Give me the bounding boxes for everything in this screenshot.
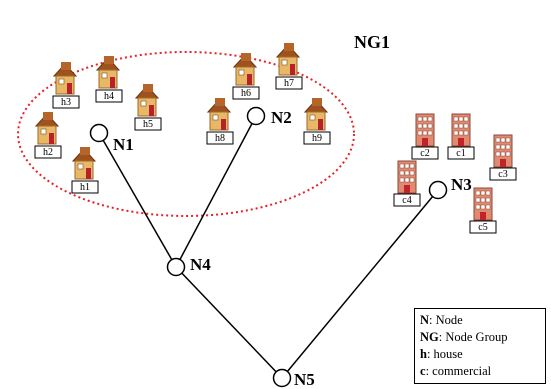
svg-text:N2: N2 — [271, 108, 292, 127]
svg-text:h2: h2 — [43, 147, 53, 158]
commercial-c3: c3 — [489, 134, 517, 181]
svg-text:h7: h7 — [284, 78, 294, 89]
svg-text:c2: c2 — [420, 148, 429, 159]
node-n5: N5 — [272, 368, 315, 389]
house-h2: h2 — [34, 111, 62, 159]
svg-text:h3: h3 — [61, 97, 71, 108]
svg-text:c5: c5 — [478, 222, 487, 233]
network-edges — [98, 115, 439, 379]
svg-text:h9: h9 — [312, 133, 322, 144]
commercial-c1: c1 — [447, 113, 475, 160]
svg-text:h6: h6 — [241, 88, 251, 99]
node-group-label: NG1 — [354, 32, 390, 52]
house-h3: h3 — [52, 61, 80, 109]
svg-text:N4: N4 — [190, 255, 211, 274]
house-h6: h6 — [232, 52, 260, 100]
node-n4: N4 — [166, 255, 211, 277]
commercial-c2: c2 — [411, 113, 439, 160]
edge-n3-n5 — [281, 189, 439, 379]
house-h5: h5 — [134, 83, 162, 131]
edge-n2-n4 — [175, 115, 257, 268]
house-h1: h1 — [71, 146, 99, 194]
house-h4: h4 — [95, 55, 123, 103]
commercial-c4: c4 — [393, 160, 421, 207]
house-h8: h8 — [206, 97, 234, 145]
svg-text:N1: N1 — [113, 135, 134, 154]
node-group-boundary — [17, 51, 355, 217]
svg-text:c3: c3 — [498, 169, 507, 180]
node-n2: N2 — [246, 106, 292, 127]
node-n1: N1 — [89, 123, 134, 154]
edge-n1-n4 — [98, 132, 177, 268]
svg-text:h4: h4 — [104, 91, 114, 102]
svg-text:c4: c4 — [402, 195, 411, 206]
house-h9: h9 — [303, 97, 331, 145]
svg-text:h5: h5 — [143, 119, 153, 130]
legend-item-commercial: c: commercial — [420, 364, 492, 378]
legend: N: Node NG: Node Group h: house c: comme… — [414, 308, 546, 384]
svg-text:N3: N3 — [451, 175, 472, 194]
svg-text:h8: h8 — [215, 133, 225, 144]
node-n3: N3 — [428, 175, 472, 200]
svg-text:c1: c1 — [456, 148, 465, 159]
legend-item-node: N: Node — [420, 313, 463, 327]
house-h7: h7 — [275, 42, 303, 90]
edge-n4-n5 — [175, 266, 283, 379]
svg-text:h1: h1 — [80, 182, 90, 193]
legend-item-house: h: house — [420, 347, 463, 361]
commercial-c5: c5 — [469, 187, 497, 234]
legend-item-node-group: NG: Node Group — [420, 330, 508, 344]
svg-text:N5: N5 — [294, 370, 315, 389]
